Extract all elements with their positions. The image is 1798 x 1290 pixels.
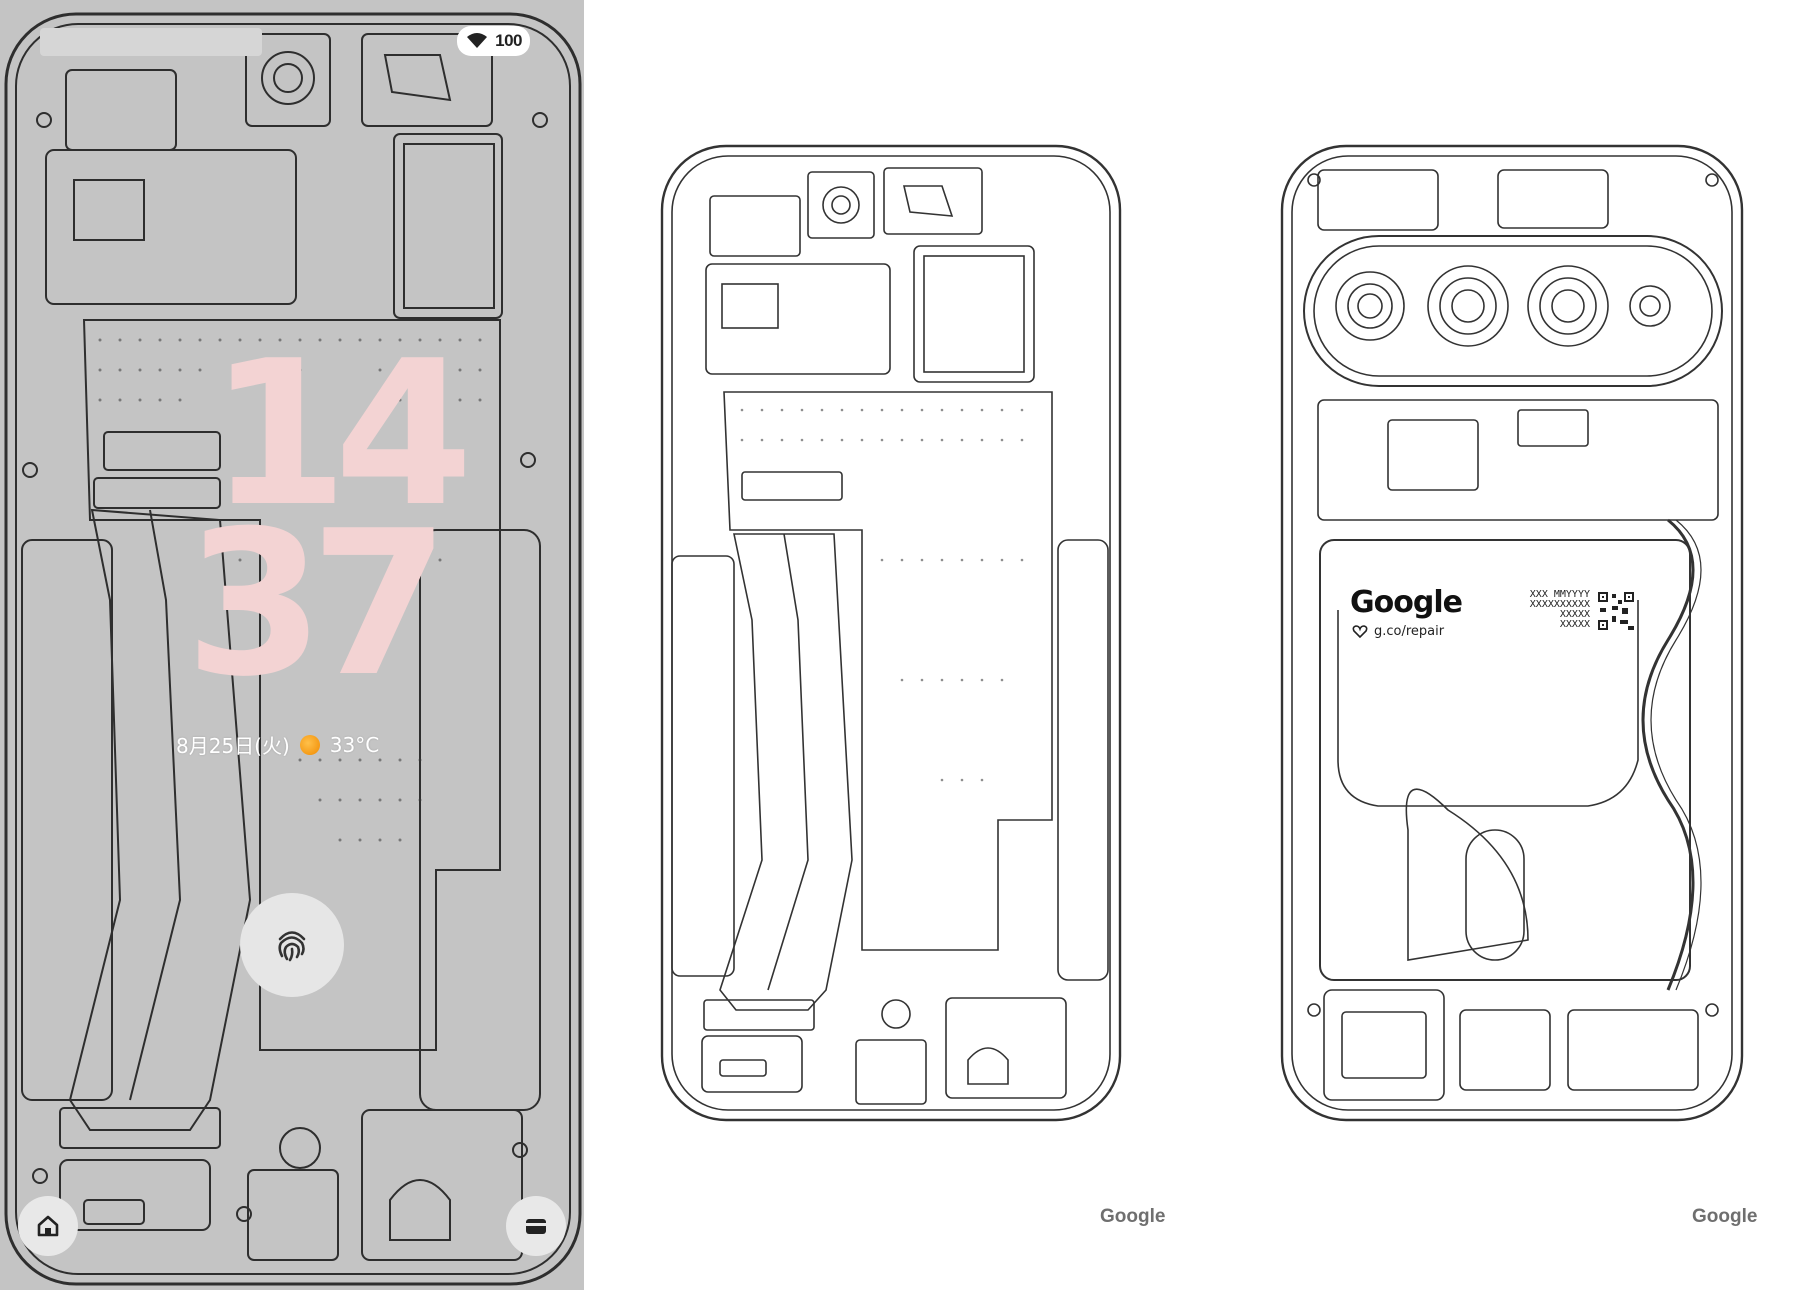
serial-line: XXX MMYYYY xyxy=(1529,589,1590,600)
battery-level: 100 xyxy=(495,31,522,50)
front-teardown-illustration xyxy=(660,144,1122,1122)
lock-screen: 100 14 37 8月25日(火) 33°C xyxy=(0,0,584,1290)
status-bar-right: 100 xyxy=(457,26,530,56)
teardown-wallpaper xyxy=(4,12,582,1286)
sun-icon xyxy=(299,734,320,755)
brand-label: Google xyxy=(1100,1206,1166,1227)
battery-serial-block: XXX MMYYYY XXXXXXXXXX XXXXX XXXXX xyxy=(1514,590,1590,630)
wallet-icon xyxy=(526,1219,546,1234)
serial-line: XXXXXXXXXX xyxy=(1529,599,1590,610)
temperature-text: 33°C xyxy=(329,732,380,757)
serial-line: XXXXX xyxy=(1559,609,1590,620)
brand-label: Google xyxy=(1692,1206,1758,1227)
serial-line: XXXXX xyxy=(1559,619,1590,630)
status-bar-left-blurred xyxy=(40,28,262,56)
battery-google-logo: Google xyxy=(1350,585,1463,620)
home-icon xyxy=(37,1215,59,1237)
battery-repair-row: g.co/repair xyxy=(1352,624,1444,639)
date-weather-row[interactable]: 8月25日(火) 33°C xyxy=(176,730,379,759)
heart-icon xyxy=(1352,625,1368,639)
qr-code-icon xyxy=(1598,592,1634,630)
repair-url: g.co/repair xyxy=(1374,624,1445,639)
back-teardown-illustration xyxy=(1280,144,1744,1122)
wallet-shortcut-button[interactable] xyxy=(506,1196,566,1256)
front-teardown-preview: Google xyxy=(612,0,1212,1290)
home-shortcut-button[interactable] xyxy=(18,1196,78,1256)
fingerprint-unlock-button[interactable] xyxy=(240,893,344,997)
fingerprint-icon xyxy=(278,931,306,962)
date-text: 8月25日(火) xyxy=(176,734,290,758)
back-teardown-preview: Google g.co/repair XXX MMYYYY XXXXXXXXXX… xyxy=(1198,0,1798,1290)
wifi-icon xyxy=(467,33,488,48)
lock-clock: 14 37 xyxy=(185,335,473,721)
clock-minute: 37 xyxy=(185,488,449,721)
